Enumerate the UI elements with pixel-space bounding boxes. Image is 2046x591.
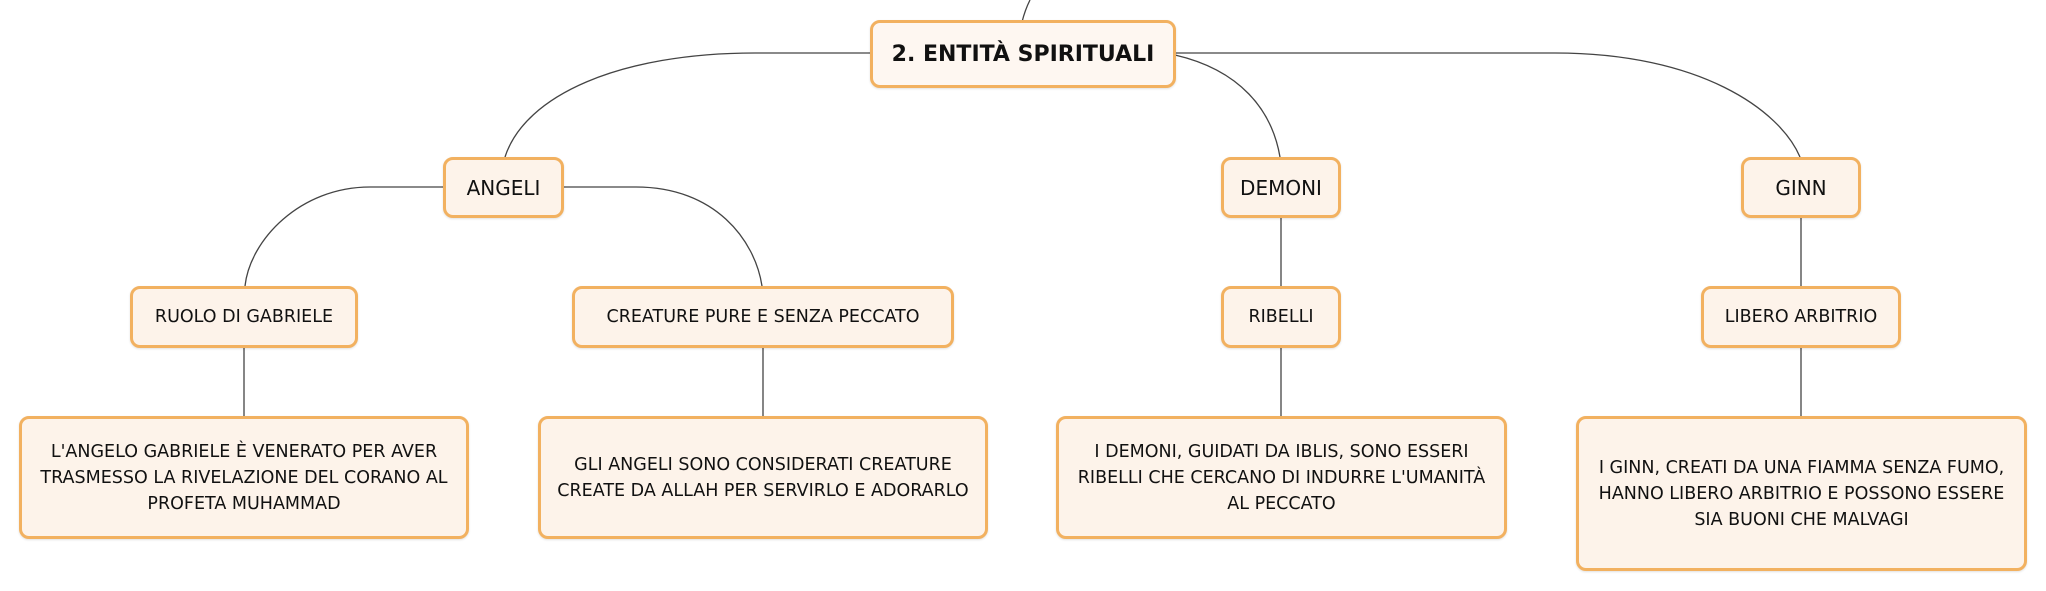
node-demoni[interactable]: DEMONI [1221,157,1341,218]
node-text: L'ANGELO GABRIELE È VENERATO PER AVER TR… [40,441,448,514]
node-label: CREATURE PURE E SENZA PECCATO [606,307,920,327]
node-label: RUOLO DI GABRIELE [154,307,334,327]
connector-root-ginn [1175,52,1801,158]
node-ribelli[interactable]: RIBELLI [1221,286,1341,348]
node-label: 2. ENTITÀ SPIRITUALI [891,41,1155,67]
connector-angeli-creature [564,186,763,287]
node-angeli[interactable]: ANGELI [443,157,564,218]
node-text: I DEMONI, GUIDATI DA IBLIS, SONO ESSERI … [1077,441,1486,514]
node-libero-arbitrio[interactable]: LIBERO ARBITRIO [1701,286,1901,348]
node-leaf-angeli[interactable]: GLI ANGELI SONO CONSIDERATI CREATURE CRE… [538,416,988,539]
node-label: GINN [1775,175,1827,200]
node-label: ANGELI [466,175,541,200]
connector-root-top [1021,0,1031,23]
connector-root-demoni [1174,54,1281,158]
node-label: DEMONI [1240,175,1322,200]
node-ginn[interactable]: GINN [1741,157,1861,218]
node-creature-pure[interactable]: CREATURE PURE E SENZA PECCATO [572,286,954,348]
node-leaf-ginn[interactable]: I GINN, CREATI DA UNA FIAMMA SENZA FUMO,… [1576,416,2027,571]
connector-root-angeli [504,52,870,158]
node-label: LIBERO ARBITRIO [1724,307,1878,327]
node-ruolo-di-gabriele[interactable]: RUOLO DI GABRIELE [130,286,358,348]
node-leaf-gabriele[interactable]: L'ANGELO GABRIELE È VENERATO PER AVER TR… [19,416,469,539]
node-leaf-demoni[interactable]: I DEMONI, GUIDATI DA IBLIS, SONO ESSERI … [1056,416,1507,539]
connector-angeli-gabriele [244,186,443,287]
node-text: GLI ANGELI SONO CONSIDERATI CREATURE CRE… [557,454,969,501]
node-text: I GINN, CREATI DA UNA FIAMMA SENZA FUMO,… [1598,457,2005,530]
node-entita-spirituali[interactable]: 2. ENTITÀ SPIRITUALI [870,20,1176,88]
node-label: RIBELLI [1248,307,1314,327]
